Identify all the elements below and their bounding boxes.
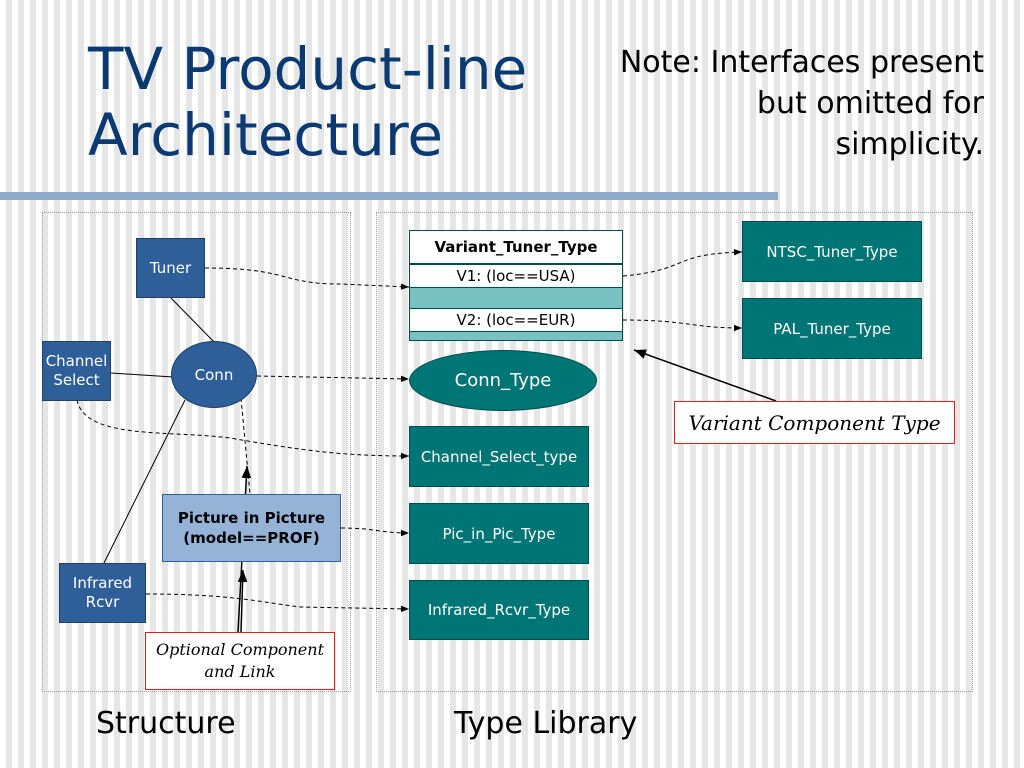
arrow-variant-callout	[633, 349, 777, 402]
conn-component: Conn	[171, 341, 257, 408]
variant-tuner-type-header: Variant_Tuner_Type	[410, 231, 622, 264]
map-conn-conntype	[256, 375, 410, 383]
map-channel-channeltype	[76, 399, 410, 460]
map-infrared-irtype	[145, 593, 410, 613]
pal-tuner-type: PAL_Tuner_Type	[742, 298, 922, 359]
picture-in-picture-component: Picture in Picture (model==PROF)	[162, 494, 341, 562]
footer-type-library-label: Type Library	[454, 706, 638, 741]
variant-tuner-type: Variant_Tuner_Type V1: (loc==USA) V2: (l…	[409, 230, 623, 341]
infrared-rcvr-component: Infrared Rcvr	[59, 563, 146, 623]
arrow-optional-to-box	[237, 569, 248, 633]
link-conn-pip-optional	[240, 397, 251, 495]
link-channel-conn	[110, 372, 174, 378]
pic-in-pic-type: Pic_in_Pic_Type	[409, 503, 589, 564]
map-tuner-variant	[204, 267, 410, 290]
link-tuner-conn	[170, 297, 216, 344]
infrared-rcvr-type: Infrared_Rcvr_Type	[409, 580, 589, 640]
optional-component-callout: Optional Component and Link	[145, 632, 335, 690]
conn-type: Conn_Type	[409, 350, 597, 411]
channel-select-component: Channel Select	[42, 341, 111, 401]
map-v1-ntsc	[622, 249, 743, 277]
variant-row-v1: V1: (loc==USA)	[410, 264, 622, 288]
map-pip-pictype	[340, 527, 410, 537]
tuner-component: Tuner	[136, 238, 205, 298]
link-conn-infrared	[103, 399, 186, 564]
variant-row-v2: V2: (loc==EUR)	[410, 308, 622, 332]
structure-panel	[42, 212, 351, 692]
slide-title: TV Product-line Architecture	[88, 35, 528, 169]
variant-component-type-callout: Variant Component Type	[674, 401, 955, 444]
note-text: Note: Interfaces present but omitted for…	[619, 45, 984, 162]
type-library-panel	[376, 212, 973, 692]
title-rule	[0, 192, 778, 200]
footer-structure-label: Structure	[96, 706, 236, 741]
channel-select-type: Channel_Select_type	[409, 426, 589, 487]
ntsc-tuner-type: NTSC_Tuner_Type	[742, 221, 922, 282]
map-v2-pal	[622, 319, 743, 332]
